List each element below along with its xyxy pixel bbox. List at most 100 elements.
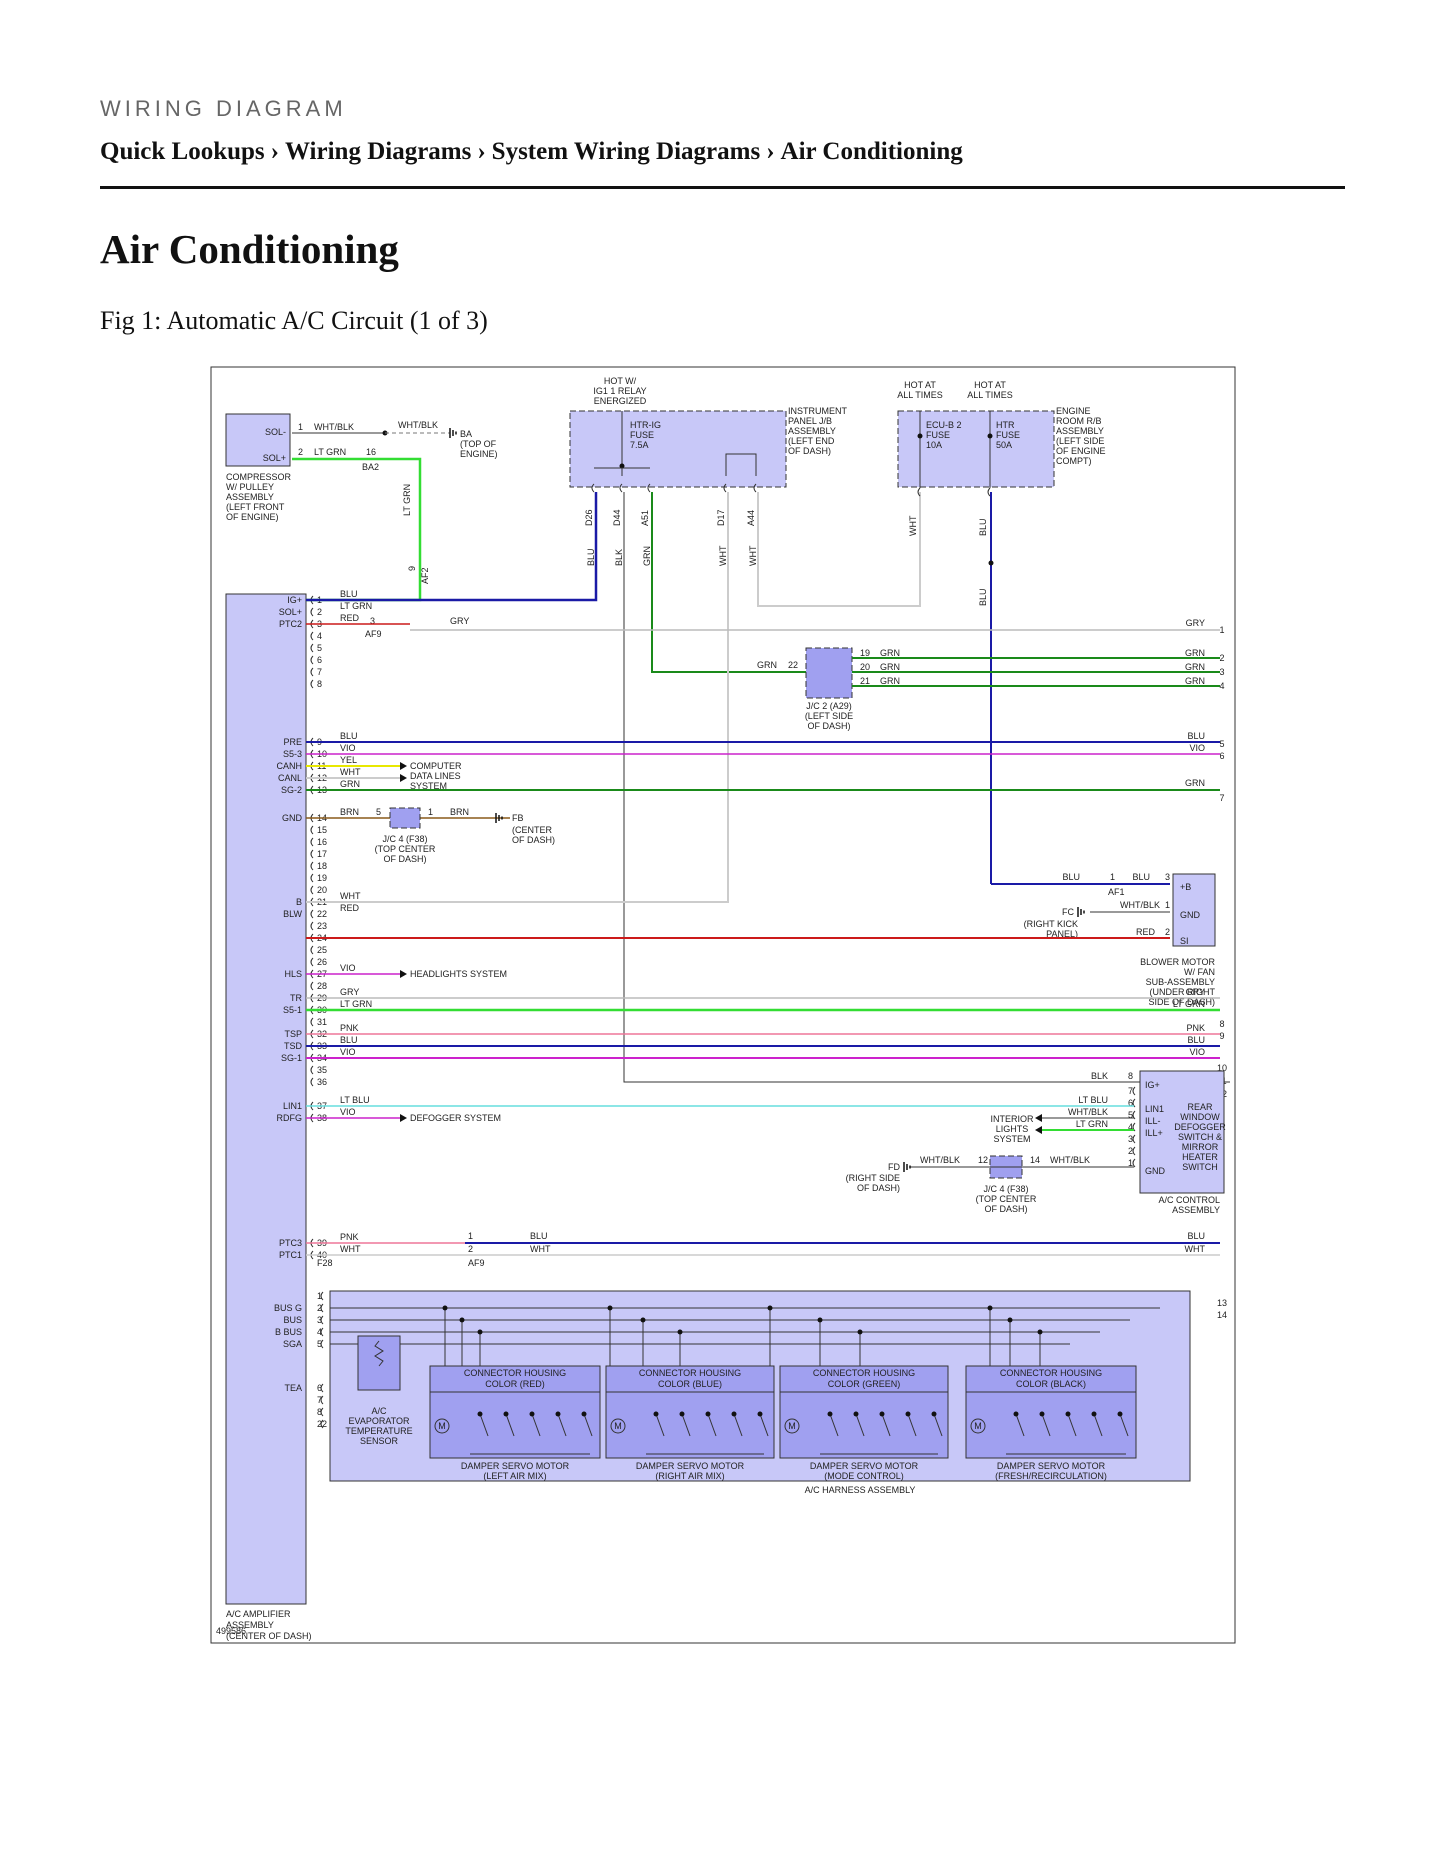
wire-blk-ig <box>623 492 1230 1083</box>
wire-color-label: PNK <box>340 1023 359 1033</box>
pin-number: 1 <box>298 422 303 432</box>
switch-contact <box>931 1411 937 1417</box>
motor-icon-label: M <box>788 1421 796 1431</box>
rb-label: ENGINE <box>1056 406 1091 416</box>
system-label: SYSTEM <box>993 1134 1030 1144</box>
amplifier-connector <box>310 825 314 835</box>
reference-number: 13 <box>1217 1298 1227 1308</box>
evaporator-label: A/C <box>371 1406 387 1416</box>
amplifier-pin-name: PRE <box>283 737 302 747</box>
servo-housing-label: CONNECTOR HOUSING <box>639 1368 741 1378</box>
amplifier-pin-name: RDFG <box>277 1113 303 1123</box>
wire-color-label: BRN <box>340 807 359 817</box>
harness-pin-number: 3 <box>317 1315 322 1325</box>
control-pin: ILL- <box>1145 1116 1161 1126</box>
amplifier-pin-name: B <box>296 897 302 907</box>
rb-label: ROOM R/B <box>1056 416 1102 426</box>
pin-number: 2 <box>298 447 303 457</box>
amplifier-connector <box>310 945 314 955</box>
connector-housing-box <box>779 1365 949 1393</box>
amplifier-connector <box>310 667 314 677</box>
amplifier-pin-name: BLW <box>283 909 302 919</box>
damper-servo-motor-box <box>429 1391 601 1459</box>
wire-color-label: VIO <box>340 1107 356 1117</box>
wire-color-label: GRN <box>880 662 900 672</box>
ground-label: ENGINE) <box>460 449 498 459</box>
jc-label: OF DASH) <box>383 854 426 864</box>
ground-label: PANEL) <box>1046 929 1078 939</box>
amplifier-pin-number: 16 <box>317 837 327 847</box>
terminal-code: A44 <box>746 510 756 526</box>
switch-contact <box>1091 1411 1097 1417</box>
rear-defogger-label: DEFOGGER <box>1174 1122 1226 1132</box>
amplifier-pin-name: LIN1 <box>283 1101 302 1111</box>
breadcrumb-wiring-diagrams[interactable]: Wiring Diagrams <box>285 138 472 165</box>
ac-amplifier-box <box>225 593 307 1605</box>
switch-contact <box>477 1411 483 1417</box>
wire-color-label: BLU <box>340 589 358 599</box>
control-connector <box>1132 1098 1136 1108</box>
control-pin: ILL+ <box>1145 1128 1163 1138</box>
servo-position-label: (LEFT AIR MIX) <box>483 1471 546 1481</box>
connector-code: AF2 <box>420 567 430 584</box>
control-pin: GND <box>1145 1166 1166 1176</box>
amplifier-pin-name: TR <box>290 993 302 1003</box>
wire-color-label: LT GRN <box>314 447 346 457</box>
junction-dot <box>1037 1329 1043 1335</box>
harness-connector <box>320 1395 324 1405</box>
reference-number: 4 <box>1219 681 1224 691</box>
pin-number: 8 <box>1128 1071 1133 1081</box>
harness-pin-name: TEA <box>284 1383 302 1393</box>
jb-label: INSTRUMENT <box>788 406 847 416</box>
rear-defogger-label: SWITCH & <box>1178 1132 1222 1142</box>
ac-control-label: ASSEMBLY <box>1172 1205 1220 1215</box>
pin-number: 7 <box>1128 1086 1133 1096</box>
harness-pin-number: 1 <box>317 1291 322 1301</box>
jb-connector <box>591 483 595 493</box>
breadcrumb-system-wiring-diagrams[interactable]: System Wiring Diagrams <box>491 138 761 165</box>
pin-number: 2 <box>468 1244 473 1254</box>
breadcrumb-air-conditioning[interactable]: Air Conditioning <box>780 138 963 165</box>
amplifier-pin-number: 18 <box>317 861 327 871</box>
switch-contact <box>1039 1411 1045 1417</box>
blower-label: SIDE OF DASH) <box>1148 997 1215 1007</box>
amplifier-connector <box>310 1065 314 1075</box>
switch-contact <box>905 1411 911 1417</box>
ground-label: (RIGHT KICK <box>1024 919 1078 929</box>
wire-color-label: BRN <box>450 807 469 817</box>
switch-contact <box>757 1411 763 1417</box>
amplifier-connector <box>310 849 314 859</box>
terminal-code: D17 <box>716 509 726 526</box>
jc-label: OF DASH) <box>984 1204 1027 1214</box>
position-switch-icon <box>1015 1413 1025 1437</box>
reference-number: 5 <box>1219 739 1224 749</box>
system-label: LIGHTS <box>996 1124 1029 1134</box>
pin-number: 5 <box>1128 1110 1133 1120</box>
reference-number: 3 <box>1219 667 1224 677</box>
ground-fc-icon <box>1077 907 1085 917</box>
blower-label: (UNDER RIGHT <box>1150 987 1216 997</box>
arrow-icon <box>1035 1114 1042 1122</box>
ground-label: OF DASH) <box>512 835 555 845</box>
wire-color-label: YEL <box>340 755 357 765</box>
junction-dot <box>988 560 994 566</box>
pin-number: 9 <box>407 566 417 571</box>
compressor-pin: SOL- <box>265 427 286 437</box>
breadcrumb-quick-lookups[interactable]: Quick Lookups <box>100 138 265 165</box>
compressor-box <box>225 413 291 467</box>
amplifier-pin-number: 2 <box>317 607 322 617</box>
harness-pin-number: 22 <box>317 1419 327 1429</box>
jb-label: ASSEMBLY <box>788 426 836 436</box>
wire-wht-b <box>306 492 729 903</box>
harness-connector <box>320 1383 324 1393</box>
harness-connector <box>320 1419 324 1429</box>
wire-color-label: WHT <box>530 1244 551 1254</box>
wire-color-label: WHT <box>908 515 918 536</box>
terminal-code: A51 <box>640 510 650 526</box>
servo-color-label: COLOR (GREEN) <box>828 1379 901 1389</box>
ground-label: (RIGHT SIDE <box>846 1173 900 1183</box>
harness-pin-number: 2 <box>317 1303 322 1313</box>
junction-dot <box>640 1317 646 1323</box>
reference-number: 9 <box>1219 1031 1224 1041</box>
thermistor-icon <box>374 1340 384 1367</box>
